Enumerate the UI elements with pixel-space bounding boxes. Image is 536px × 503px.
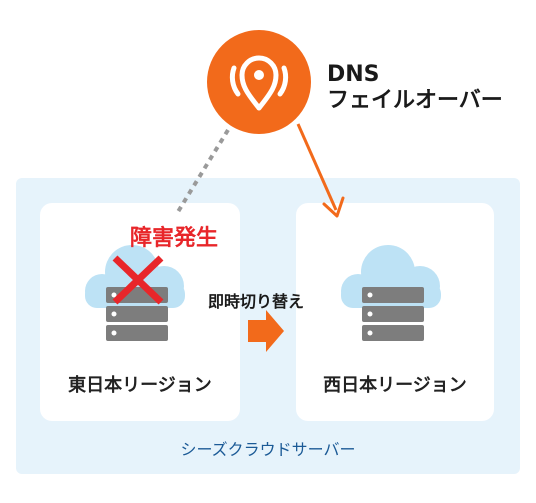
switch-label: 即時切り替え	[208, 292, 305, 311]
dns-title-line2: フェイルオーバー	[327, 88, 503, 113]
zone-label: シーズクラウドサーバー	[180, 440, 356, 459]
dns-badge	[207, 30, 311, 134]
dns-east-dotted-line	[174, 128, 230, 217]
dns-title-line1: DNS	[327, 62, 380, 87]
failover-arrow	[296, 123, 345, 218]
west-server-icon	[362, 287, 424, 341]
incident-label: 障害発生	[130, 226, 219, 251]
east-region-label: 東日本リージョン	[68, 375, 212, 396]
location-pin-icon	[229, 55, 289, 111]
dns-failover-title: DNS フェイルオーバー	[327, 62, 503, 114]
failure-cross-icon	[112, 255, 164, 305]
west-region-label: 西日本リージョン	[323, 375, 467, 396]
switch-arrow-icon	[248, 310, 284, 352]
